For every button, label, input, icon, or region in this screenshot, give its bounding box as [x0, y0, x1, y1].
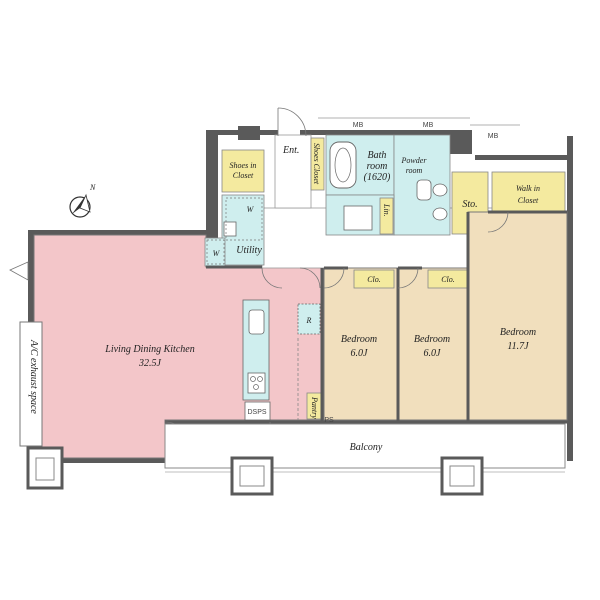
linen-closet	[379, 197, 394, 235]
closet-1-label: Clo.	[367, 275, 381, 284]
bedroom-3	[467, 211, 568, 421]
walkin-closet	[491, 171, 566, 213]
shoes-in-closet-label-1: Shoes in	[230, 161, 257, 170]
north-arrow	[69, 193, 91, 218]
linen-label: Lin.	[382, 203, 391, 217]
bedroom-2	[397, 267, 469, 421]
shoes-in-closet	[221, 149, 265, 193]
utility-room	[221, 194, 265, 266]
mb-label-2: MB	[423, 122, 434, 129]
ac-exhaust-space	[19, 321, 43, 447]
kitchen-stove	[247, 372, 266, 394]
bath-label-3: (1620)	[364, 172, 391, 183]
ac-space-label: A/C exhaust space	[28, 339, 39, 414]
bedroom-3-name: Bedroom	[500, 327, 536, 338]
refrigerator	[297, 303, 321, 335]
balcony-column-right	[440, 456, 484, 496]
closet-1	[353, 269, 395, 289]
balcony-column-left	[230, 456, 274, 496]
closet-2-label: Clo.	[441, 275, 455, 284]
powder-label-2: room	[406, 166, 423, 175]
mb-label-1: MB	[353, 122, 364, 129]
bedroom-1-size: 6.0J	[351, 348, 369, 359]
interior-walls	[165, 210, 567, 424]
refrigerator-label: R	[306, 316, 312, 325]
bath-label-1: Bath	[368, 150, 387, 161]
mb-label-3: MB	[488, 133, 499, 140]
storage-label: Sto.	[462, 199, 477, 210]
entrance	[274, 134, 312, 209]
ps-label: PS	[324, 417, 334, 424]
shoes-closet-label: Shoes Closet	[312, 143, 321, 185]
bedroom-2-name: Bedroom	[414, 334, 450, 345]
walkin-label-1: Walk in	[516, 184, 540, 193]
bedroom-1-name: Bedroom	[341, 334, 377, 345]
entrance-label: Ent.	[282, 145, 299, 156]
north-label: N	[89, 183, 96, 192]
shoes-closet	[310, 137, 325, 191]
utility-label: Utility	[236, 245, 262, 256]
shoes-in-closet-label-2: Closet	[233, 171, 254, 180]
bedroom-3-size: 11.7J	[507, 341, 529, 352]
dsps-box	[244, 401, 271, 421]
bedroom-1	[323, 267, 399, 421]
walkin-label-2: Closet	[518, 196, 539, 205]
bathtub	[329, 141, 357, 189]
kitchen-sink	[248, 309, 265, 335]
balcony-label: Balcony	[350, 442, 383, 453]
ldk-name: Living Dining Kitchen	[104, 344, 194, 355]
bedroom-2-size: 6.0J	[424, 348, 442, 359]
powder-label-1: Powder	[401, 156, 428, 165]
pantry-label: Pantry	[310, 396, 319, 419]
dsps-label: DSPS	[247, 409, 266, 416]
washer-label-1: W	[247, 205, 255, 214]
bath-label-2: room	[367, 161, 388, 172]
ac-corner-block	[26, 446, 64, 490]
washer-label-2: W	[213, 249, 221, 258]
ldk-size: 32.5J	[138, 358, 162, 369]
